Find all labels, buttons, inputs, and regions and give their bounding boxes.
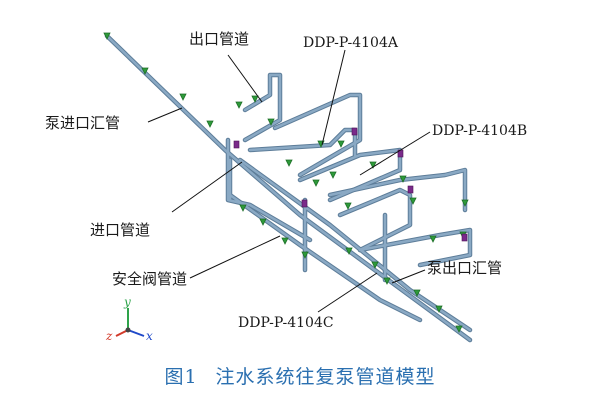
axis-x-line	[127, 329, 145, 337]
support-marker	[206, 120, 214, 128]
figure-title: 注水系统往复泵管道模型	[215, 366, 436, 388]
support-marker	[435, 305, 443, 313]
support-marker	[103, 32, 111, 40]
support-marker	[179, 93, 187, 101]
support-marker	[371, 261, 379, 269]
support-marker	[239, 204, 247, 212]
support-marker	[399, 175, 407, 183]
support-marker	[312, 179, 320, 187]
pump-c-label: DDP-P-4104C	[238, 315, 334, 331]
inlet-pipe-label: 进口管道	[90, 221, 151, 239]
leader-pump-c	[317, 272, 378, 313]
safety-valve-pipe-label: 安全阀管道	[112, 270, 188, 288]
support-marker	[413, 289, 421, 297]
axis-z-label: z	[106, 329, 113, 343]
valves	[233, 127, 468, 242]
leader-safety-valve	[189, 235, 281, 279]
support-marker	[409, 197, 417, 205]
support-marker	[455, 325, 463, 333]
valve-marker	[301, 199, 308, 208]
axis-x-label: x	[146, 329, 153, 343]
support-marker	[251, 95, 259, 103]
support-marker	[461, 199, 469, 207]
leader-outlet-pipe	[227, 54, 263, 103]
safety-valve-pipe	[227, 192, 423, 323]
pump-outlet-header-label: 泵出口汇管	[427, 259, 503, 277]
support-marker	[369, 161, 377, 169]
pipe-network	[104, 33, 473, 343]
support-marker	[301, 251, 309, 259]
support-marker	[345, 247, 353, 255]
support-marker	[259, 218, 267, 226]
pipe-supports	[103, 32, 469, 333]
axis-triad	[115, 308, 145, 337]
outlet-pipe-label: 出口管道	[189, 30, 250, 48]
leader-outlet-header	[391, 269, 426, 284]
figure-number: 图1	[164, 366, 198, 388]
leader-pump-b	[359, 131, 431, 176]
pump-inlet-header-label: 泵进口汇管	[45, 114, 121, 132]
leader-inlet-pipe	[171, 161, 243, 213]
support-marker	[337, 140, 345, 148]
axis-origin	[125, 327, 131, 333]
support-marker	[235, 101, 243, 109]
leader-inlet-header	[147, 107, 183, 123]
pump-b-label: DDP-P-4104B	[432, 123, 528, 139]
support-marker	[429, 235, 437, 243]
support-marker	[285, 159, 293, 167]
leader-pump-a	[321, 49, 346, 146]
valve-marker	[351, 127, 358, 136]
support-marker	[344, 202, 352, 210]
support-marker	[281, 237, 289, 245]
support-marker	[141, 67, 149, 75]
valve-marker	[461, 233, 468, 242]
leader-lines	[147, 49, 431, 313]
support-marker	[329, 171, 337, 179]
valve-marker	[233, 140, 240, 149]
support-marker	[267, 118, 275, 126]
valve-marker	[407, 185, 414, 194]
figure-caption: 图1 注水系统往复泵管道模型	[0, 368, 600, 387]
support-marker	[383, 277, 391, 285]
axis-y-label: y	[124, 295, 131, 309]
pump-a-label: DDP-P-4104A	[303, 35, 398, 51]
